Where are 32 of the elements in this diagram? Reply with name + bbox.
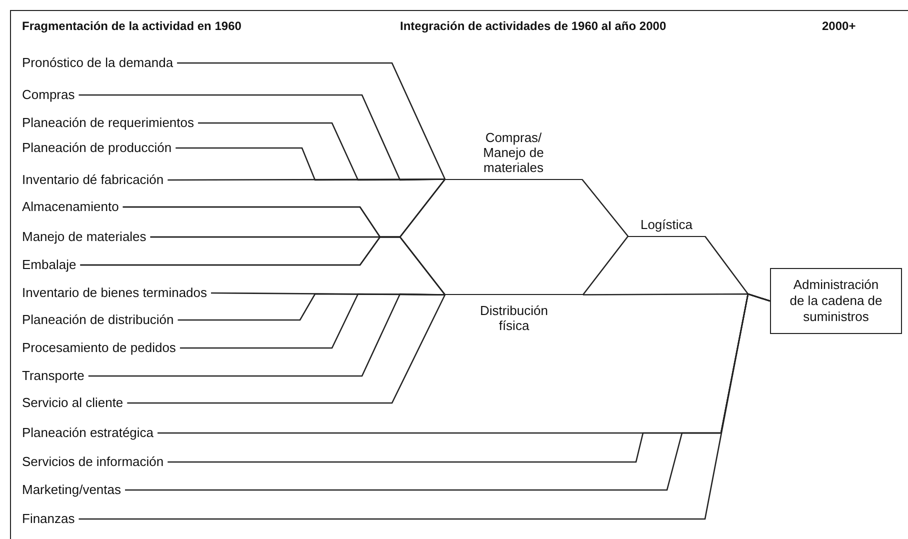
activity-label: Marketing/ventas — [22, 480, 121, 500]
activity-label: Finanzas — [22, 509, 75, 529]
activity-label: Inventario de bienes terminados — [22, 283, 208, 303]
activity-label: Procesamiento de pedidos — [22, 338, 176, 358]
activity-label: Compras — [22, 85, 75, 105]
connector-line — [168, 178, 445, 181]
connector-line — [127, 294, 446, 404]
activity-label: Almacenamiento — [22, 197, 119, 217]
activity-label: Servicios de información — [22, 452, 164, 472]
connector-line — [80, 236, 446, 296]
result-box: Administración de la cadena de suministros — [770, 268, 902, 334]
activity-label: Planeación de producción — [22, 138, 172, 158]
connector-line — [78, 293, 770, 520]
column-heading: Integración de actividades de 1960 al año 2000 — [400, 18, 666, 35]
activity-label: Servicio al cliente — [22, 393, 124, 413]
connector-line — [88, 293, 446, 377]
column-heading: Fragmentación de la actividad en 1960 — [22, 18, 242, 35]
connector-line — [177, 62, 446, 180]
stage-label: Distribución física — [445, 294, 583, 336]
connector-line — [582, 178, 628, 237]
activity-label: Inventario dé fabricación — [22, 170, 164, 190]
activity-label: Planeación de distribución — [22, 310, 174, 330]
column-heading: 2000+ — [822, 18, 856, 35]
stage-label: Logística — [628, 212, 705, 237]
activity-label: Pronóstico de la demanda — [22, 53, 174, 73]
activity-label: Planeación de requerimientos — [22, 113, 194, 133]
activity-label: Embalaje — [22, 255, 76, 275]
activity-label: Planeación estratégica — [22, 423, 154, 443]
stage-label: Compras/ Manejo de materiales — [445, 118, 582, 180]
activity-label: Transporte — [22, 366, 84, 386]
connector-line — [582, 236, 629, 296]
activity-label: Manejo de materiales — [22, 227, 146, 247]
